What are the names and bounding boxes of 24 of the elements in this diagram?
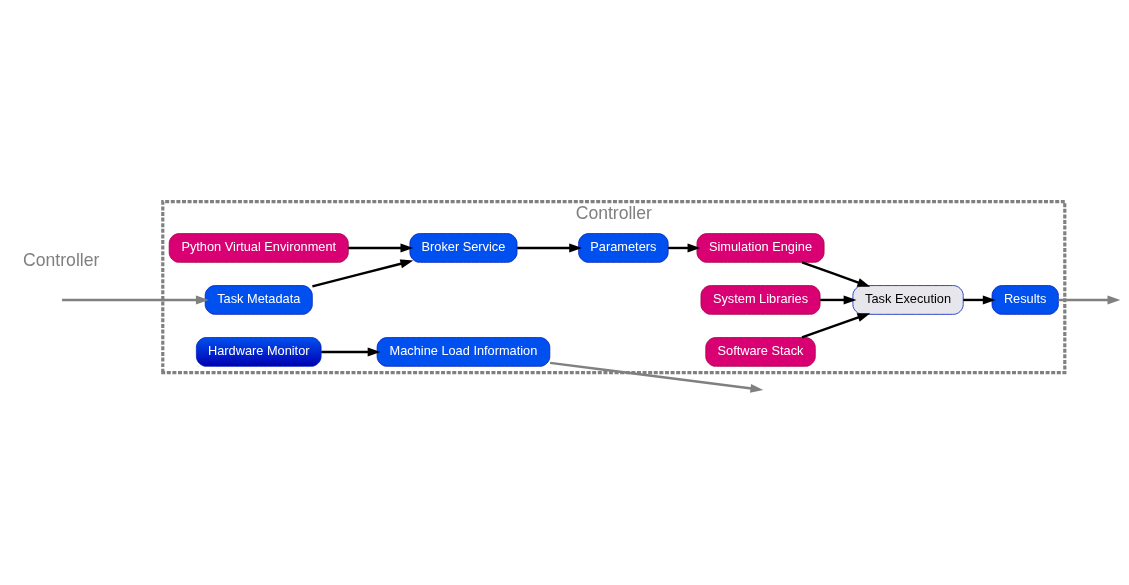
arrow (62, 295, 209, 305)
node-box: Python Virtual Environment (168, 233, 349, 263)
node-box: Parameters (578, 233, 669, 263)
arrow (1058, 295, 1121, 305)
node-box: Hardware Monitor (195, 337, 322, 367)
node-box: Results (991, 285, 1059, 315)
arrow (963, 295, 996, 305)
node-box: Simulation Engine (696, 233, 825, 263)
node-box: Task Metadata (204, 285, 313, 315)
arrow (312, 259, 414, 288)
node-box: Task Execution (852, 285, 964, 315)
arrow (321, 347, 381, 357)
arrow (801, 261, 871, 287)
arrow (820, 295, 857, 305)
node-box: System Libraries (700, 285, 821, 315)
arrow (517, 243, 583, 253)
arrow (801, 313, 871, 339)
node-box: Broker Service (409, 233, 518, 263)
node-box: Machine Load Information (376, 337, 551, 367)
node-box: Software Stack (705, 337, 816, 367)
arrow (549, 361, 764, 393)
arrow (348, 243, 414, 253)
arrow (668, 243, 701, 253)
label: Controller (23, 250, 100, 271)
